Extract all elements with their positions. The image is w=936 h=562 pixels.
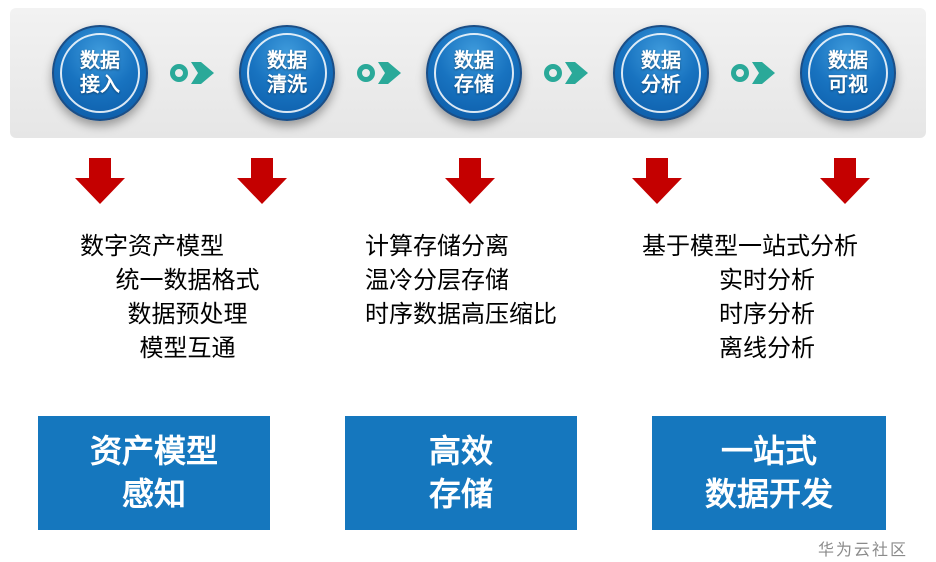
stage-label-line2: 接入 [80,74,120,96]
detail-item: 离线分析 [719,335,815,362]
summary-line2: 数据开发 [704,476,833,512]
flow-arrow-icon [544,62,588,84]
detail-block-analysis: 基于模型一站式分析 实时分析 时序分析 离线分析 [642,230,892,366]
detail-block-asset-model: 数字资产模型 统一数据格式 数据预处理 模型互通 [80,230,295,366]
detail-title: 计算存储分离 [365,233,509,260]
summary-line1: 资产模型 [89,432,218,469]
detail-item: 温冷分层存储 [365,267,509,294]
summary-box-efficient-storage: 高效 存储 [345,416,577,530]
stage-data-cleaning: 数据 清洗 [239,25,335,121]
detail-item: 时序分析 [719,301,815,328]
summary-line2: 存储 [428,476,493,512]
stage-label-line2: 存储 [454,74,494,96]
stage-data-storage: 数据 存储 [426,25,522,121]
flow-arrow-icon [731,62,775,84]
stage-label-line1: 数据 [454,50,494,72]
summary-box-one-stop-dev: 一站式 数据开发 [652,416,886,530]
stage-label: 数据 存储 [434,33,514,113]
summary-box-asset-model: 资产模型 感知 [38,416,270,530]
summary-line1: 高效 [428,432,493,469]
detail-block-storage: 计算存储分离 温冷分层存储 时序数据高压缩比 [365,230,615,332]
down-arrow-icon [820,158,870,204]
stage-data-ingest: 数据 接入 [52,25,148,121]
stage-data-analysis: 数据 分析 [613,25,709,121]
stage-label-line2: 分析 [641,74,681,96]
down-arrow-icon [237,158,287,204]
stage-label: 数据 分析 [621,33,701,113]
flow-arrow-icon [170,62,214,84]
detail-item: 数据预处理 [127,301,248,328]
stage-label: 数据 清洗 [247,33,327,113]
detail-title: 基于模型一站式分析 [642,233,858,260]
summary-line1: 一站式 [720,432,817,469]
stage-label-line1: 数据 [828,50,868,72]
watermark: 华为云社区 [817,542,908,559]
down-arrow-icon [632,158,682,204]
down-arrow-icon [75,158,125,204]
flow-arrow-icon [357,62,401,84]
stage-label-line2: 清洗 [267,74,307,96]
stage-label-line1: 数据 [641,50,681,72]
stage-label: 数据 接入 [60,33,140,113]
detail-title: 数字资产模型 [80,233,224,260]
detail-item: 模型互通 [139,335,236,362]
summary-line2: 感知 [121,476,186,512]
stage-data-visualization: 数据 可视 [800,25,896,121]
stage-label: 数据 可视 [808,33,888,113]
stage-label-line1: 数据 [80,50,120,72]
stage-label-line1: 数据 [267,50,307,72]
detail-item: 实时分析 [719,267,815,294]
stage-label-line2: 可视 [828,74,868,96]
detail-item: 时序数据高压缩比 [365,301,557,328]
detail-item: 统一数据格式 [115,267,260,294]
down-arrow-icon [445,158,495,204]
